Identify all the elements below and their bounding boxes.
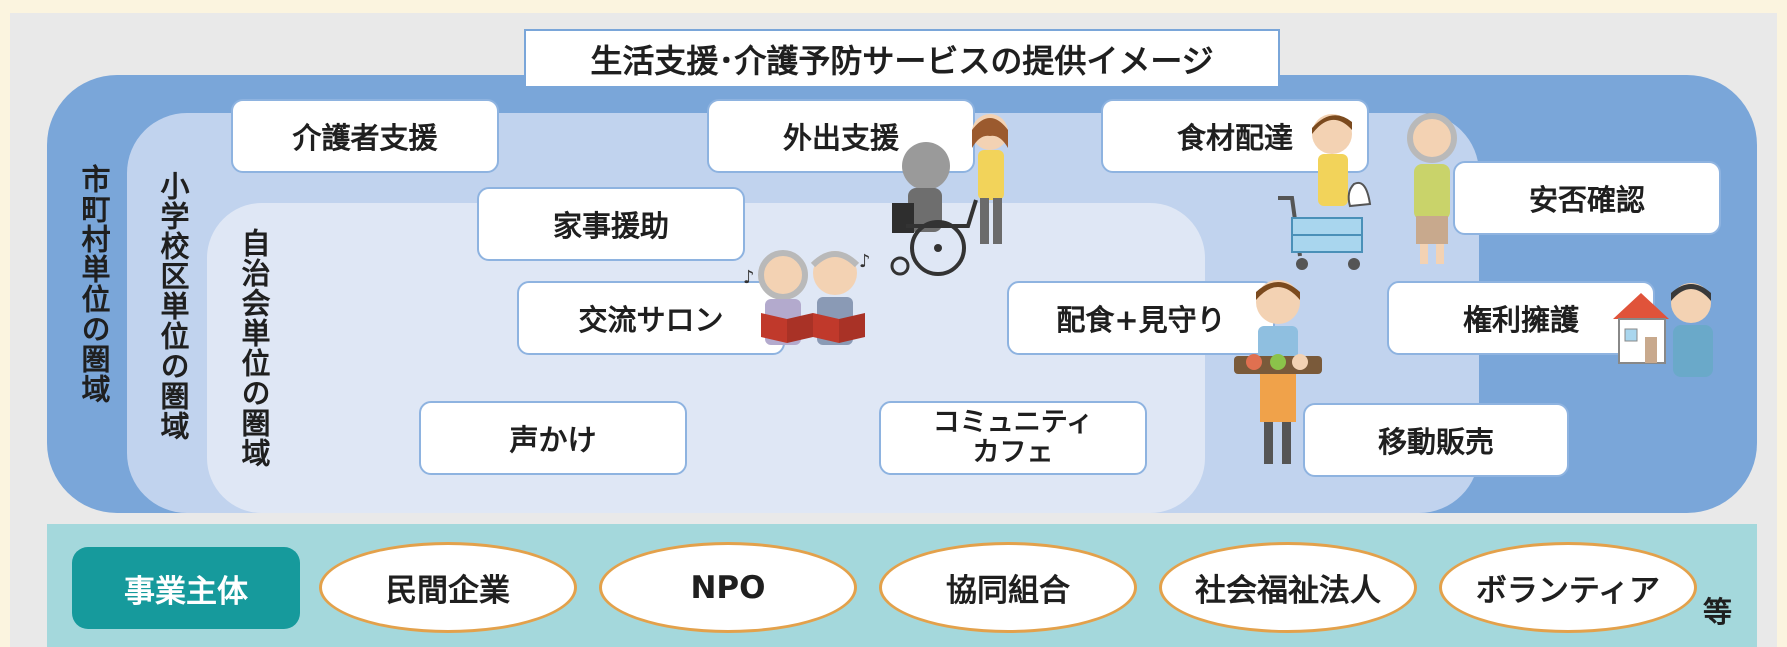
service-greeting: 声かけ — [419, 401, 687, 475]
svg-text:♪: ♪ — [743, 267, 755, 288]
city-area-label: 市町村単位の圏域 — [77, 164, 111, 404]
meal-server-illustration — [1234, 280, 1322, 464]
service-mobile-sales: 移動販売 — [1303, 403, 1569, 477]
wheelchair-helper-illustration — [890, 114, 1008, 276]
diagram-title: 生活支援･介護予防サービスの提供イメージ — [524, 29, 1280, 88]
provider-social-welfare-corp: 社会福祉法人 — [1159, 542, 1417, 633]
provider-volunteer: ボランティア — [1439, 542, 1697, 633]
delivery-cart-illustration — [1278, 114, 1372, 270]
school-district-area-label: 小学校区単位の圏域 — [156, 171, 190, 441]
svg-text:♪: ♪ — [859, 251, 871, 272]
community-cafe-line2: カフェ — [972, 437, 1054, 468]
community-cafe-line1: コミュニティ — [932, 407, 1094, 438]
provider-npo: NPO — [599, 542, 857, 633]
neighborhood-assoc-area-label: 自治会単位の圏域 — [237, 228, 271, 468]
provider-cooperative: 協同組合 — [879, 542, 1137, 633]
service-meal-watch: 配食+見守り — [1007, 281, 1275, 355]
providers-etc-label: 等 — [1703, 595, 1733, 629]
service-community-cafe: コミュニティ カフェ — [879, 401, 1147, 475]
providers-label-badge: 事業主体 — [72, 547, 300, 629]
singing-couple-illustration: ♪ ♪ — [743, 250, 871, 345]
service-social-salon: 交流サロン — [517, 281, 785, 355]
elderly-woman-illustration — [1407, 113, 1457, 264]
house-man-illustration — [1613, 283, 1713, 377]
service-caregiver-support: 介護者支援 — [231, 99, 499, 173]
provider-private-company: 民間企業 — [319, 542, 577, 633]
service-safety-check: 安否確認 — [1453, 161, 1721, 235]
service-housework-help: 家事援助 — [477, 187, 745, 261]
